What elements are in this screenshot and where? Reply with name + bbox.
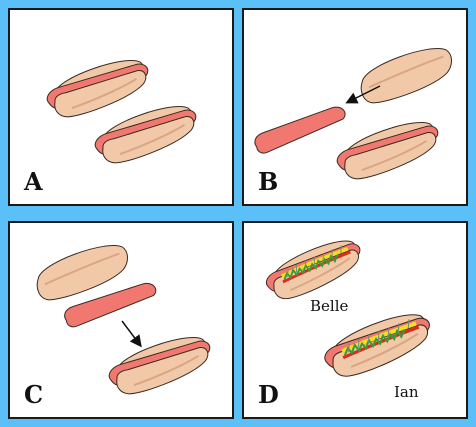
panel-a-drawing — [42, 56, 202, 167]
empty-bun — [355, 45, 457, 106]
hotdog — [332, 118, 444, 183]
hotdog-belle — [261, 238, 367, 303]
panel-d: Belle Ian D — [242, 221, 468, 419]
name-ian: Ian — [394, 383, 419, 401]
panel-b: B — [242, 8, 468, 206]
panel-label: A — [24, 167, 43, 196]
hotdog — [104, 333, 216, 398]
panel-label: B — [258, 167, 279, 196]
hotdog — [42, 56, 154, 121]
panel-c: C — [8, 221, 234, 419]
hotdog — [90, 102, 202, 167]
arrow — [345, 85, 381, 104]
panel-b-drawing — [252, 45, 457, 183]
panel-a: A — [8, 8, 234, 206]
name-belle: Belle — [310, 297, 349, 315]
panel-c-drawing — [31, 242, 216, 398]
hotdog-ian — [320, 311, 436, 379]
removed-sausage — [252, 106, 348, 155]
panel-label: C — [24, 380, 44, 409]
panel-label: D — [258, 380, 279, 409]
arrow — [121, 320, 142, 348]
